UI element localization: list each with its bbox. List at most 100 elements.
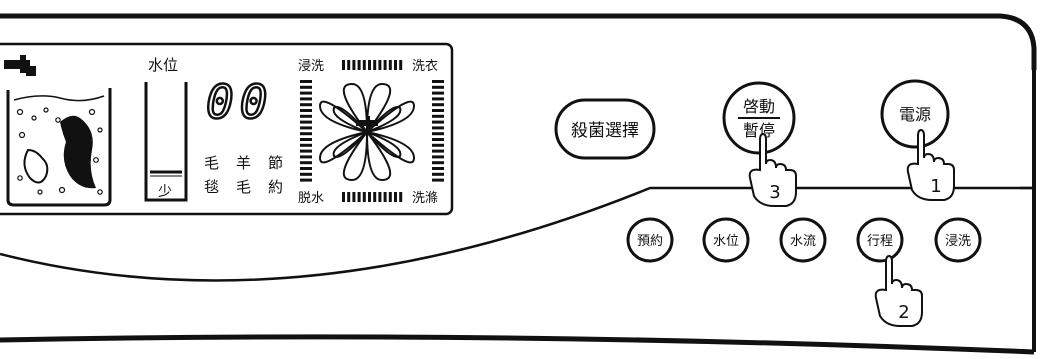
progress-segment (432, 155, 444, 159)
progress-segment (432, 126, 444, 130)
course-select-button[interactable] (554, 98, 656, 160)
water-level-button[interactable]: 水位 (702, 217, 750, 263)
wash-tub-icon (6, 88, 112, 207)
progress-segment (432, 85, 444, 89)
progress-segment (432, 149, 444, 153)
progress-segment (373, 60, 377, 70)
progress-segment (432, 80, 444, 83)
progress-segment (300, 120, 312, 124)
soak-indicator: 浸洗 (298, 59, 324, 74)
progress-segment (342, 60, 345, 70)
progress-segment (300, 132, 312, 136)
panel-bottom-edge (0, 334, 1035, 355)
step-3-number: 3 (769, 182, 780, 203)
soak-button[interactable]: 浸洗 (934, 217, 982, 263)
progress-bar-left (300, 80, 312, 182)
panel-lower-curve (0, 186, 1032, 282)
progress-segment (432, 167, 444, 170)
step-1-number: 1 (930, 176, 941, 197)
progress-segment (300, 103, 312, 107)
progress-segment (373, 192, 377, 202)
progress-bar-bottom (342, 192, 403, 202)
progress-segment (352, 60, 356, 70)
progress-segment (300, 138, 312, 141)
fabric-economy-top: 節 (268, 154, 283, 172)
water-flow-button[interactable]: 水流 (779, 217, 827, 263)
start-pause-label-bottom: 暫停 (743, 121, 775, 140)
fabric-economy-bottom: 約 (268, 178, 283, 196)
timer-label: 預約 (637, 234, 663, 249)
wash-indicator: 洗衣 (412, 58, 438, 74)
progress-segment (300, 143, 312, 147)
progress-segment (378, 60, 382, 70)
progress-segment (300, 85, 312, 89)
progress-segment (300, 155, 312, 159)
step-2-number: 2 (898, 302, 909, 323)
progress-segment (383, 60, 387, 70)
progress-segment (399, 60, 403, 70)
lcd-display (0, 42, 454, 216)
progress-segment (300, 149, 312, 153)
progress-bar-right (432, 80, 444, 182)
start-pause-label-top: 啓動 (743, 97, 775, 116)
power-label: 電源 (899, 105, 931, 124)
progress-segment (300, 97, 312, 101)
water-level-min-label: 少 (158, 184, 172, 200)
water-level-gauge (144, 82, 188, 202)
time-digits: 00 (206, 75, 273, 129)
water-level-label: 水位 (148, 56, 178, 74)
progress-segment (432, 97, 444, 101)
pointing-hand-icon-step-1 (906, 128, 955, 201)
course-select-label: 殺菌選擇 (571, 121, 639, 141)
progress-segment (300, 91, 312, 95)
progress-segment (432, 178, 444, 182)
progress-segment (347, 60, 351, 70)
progress-segment (300, 109, 312, 112)
progress-segment (432, 138, 444, 141)
progress-segment (352, 192, 356, 202)
fabric-wool-bottom: 毛 (236, 178, 251, 196)
progress-segment (388, 192, 392, 202)
faucet-icon (4, 55, 36, 76)
progress-segment (432, 172, 444, 176)
progress-segment (362, 192, 366, 202)
progress-segment (300, 167, 312, 170)
progress-segment (342, 192, 345, 202)
progress-segment (300, 161, 312, 165)
progress-segment (378, 192, 382, 202)
progress-segment (432, 114, 444, 118)
progress-segment (432, 120, 444, 124)
program-button[interactable]: 行程 (856, 217, 904, 263)
progress-segment (432, 91, 444, 95)
timer-button[interactable]: 預約 (626, 217, 674, 263)
water-level-button-label: 水位 (713, 234, 739, 249)
program-label: 行程 (867, 234, 893, 249)
progress-segment (368, 60, 371, 70)
panel-top-edge (0, 13, 1037, 70)
progress-segment (399, 192, 403, 202)
progress-segment (357, 192, 361, 202)
soak-label: 浸洗 (945, 234, 971, 249)
rinse-indicator: 洗滌 (412, 190, 438, 206)
progress-segment (383, 192, 387, 202)
progress-segment (300, 114, 312, 118)
pointing-hand-icon-step-3 (748, 132, 797, 207)
spin-indicator: 脱水 (298, 191, 324, 206)
pulsator-icon (318, 82, 416, 182)
progress-segment (300, 172, 312, 176)
fabric-blanket-bottom: 毯 (204, 178, 219, 196)
water-flow-label: 水流 (790, 234, 816, 249)
progress-segment (362, 60, 366, 70)
fabric-blanket-top: 毛 (204, 154, 219, 172)
power-button[interactable] (880, 79, 950, 149)
progress-segment (394, 192, 397, 202)
progress-segment (300, 178, 312, 182)
progress-segment (432, 103, 444, 107)
progress-segment (300, 126, 312, 130)
progress-segment (300, 80, 312, 83)
progress-segment (394, 60, 397, 70)
pointing-hand-icon-step-2 (874, 254, 923, 327)
progress-bar-top (342, 60, 403, 70)
progress-segment (432, 132, 444, 136)
